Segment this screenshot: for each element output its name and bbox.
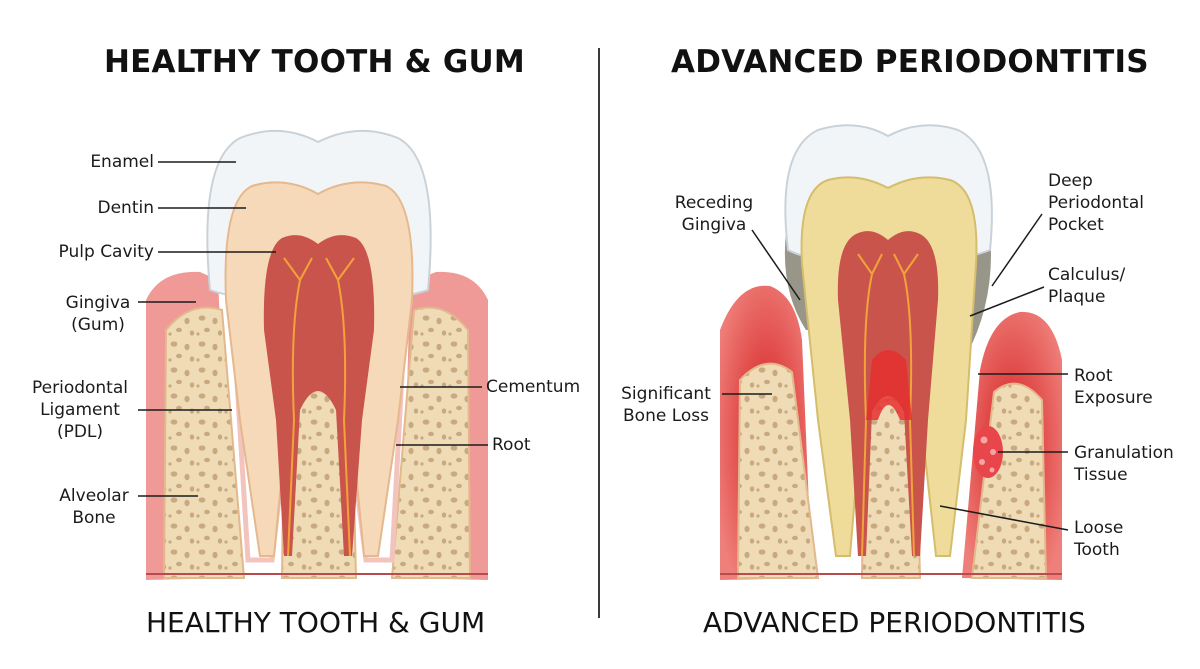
label-periodontal-ligament: Periodontal Ligament (PDL) [32,378,128,442]
label-pulp-cavity: Pulp Cavity [58,242,154,262]
periodontitis-nerves [857,253,919,557]
label-calculus-plaque: Calculus/ Plaque [1048,265,1126,307]
periodontitis-panel-footer: ADVANCED PERIODONTITIS [703,606,1086,639]
label-root: Root [492,435,531,455]
healthy-tooth-illustration [146,129,488,580]
leader-lines [138,161,1069,531]
periodontitis-tooth-illustration [720,124,1062,580]
label-cementum: Cementum [486,377,581,397]
furcation-infection [866,350,912,420]
label-deep-periodontal-pocket: Deep Periodontal Pocket [1048,171,1144,235]
label-granulation-tissue: Granulation Tissue [1074,443,1174,485]
healthy-panel-title: HEALTHY TOOTH & GUM [104,44,525,80]
label-dentin: Dentin [97,198,155,218]
healthy-nerves [283,257,355,557]
label-gingiva: Gingiva (Gum) [65,293,131,335]
healthy-panel-footer: HEALTHY TOOTH & GUM [146,606,486,639]
reduced-alveolar-bone-left [736,362,820,579]
label-receding-gingiva: Receding Gingiva [674,193,754,235]
label-root-exposure: Root Exposure [1074,366,1153,408]
periodontitis-panel-title: ADVANCED PERIODONTITIS [671,44,1149,80]
healthy-alveolar-bone-right [390,306,472,579]
panel-divider [598,48,600,618]
label-loose-tooth: Loose Tooth [1074,518,1124,560]
label-alveolar-bone: Alveolar Bone [59,486,129,528]
healthy-alveolar-bone-left [162,306,246,579]
granulation-tissue [973,426,1003,478]
label-enamel: Enamel [90,152,154,172]
label-significant-bone-loss: Significant Bone Loss [621,384,711,426]
